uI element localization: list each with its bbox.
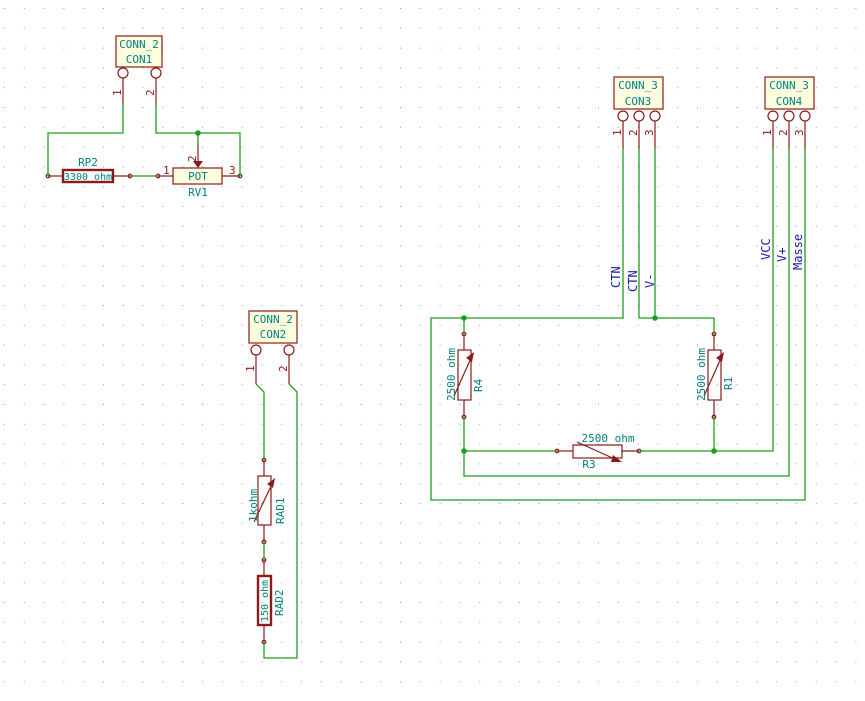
con2-ref: CON2 <box>260 328 287 341</box>
junction-r4-bottom <box>461 448 467 454</box>
wire-con1-pin1-rp2 <box>47 105 124 176</box>
net-label-ctn-1: CTN <box>609 266 623 288</box>
rad1-value: 1kohm <box>247 489 260 522</box>
net-labels: CTN CTN V- VCC V+ Masse <box>609 234 805 292</box>
r1-arrow-shaft <box>703 355 723 397</box>
con2-body <box>248 310 298 344</box>
net-label-v-minus: V- <box>643 274 657 288</box>
con3-pin2-number: 2 <box>627 129 640 136</box>
grid-dots <box>4 8 857 683</box>
r4-arrow-shaft <box>453 355 473 397</box>
r3-arrow-head <box>611 455 622 462</box>
rv1-ref: RV1 <box>188 186 208 199</box>
r4-arrow-head <box>466 352 474 362</box>
con1-connector[interactable]: CONN_2 CON1 1 2 <box>111 35 163 105</box>
wire-r4-r3 <box>463 417 557 452</box>
r1-ref: R1 <box>722 377 735 390</box>
con2-pin2-circle <box>283 344 295 356</box>
con4-ref: CON4 <box>776 95 803 108</box>
r3-variable-resistor[interactable]: 2500 ohm R3 <box>554 432 642 471</box>
rp2-value: 3300 ohm <box>64 172 112 183</box>
con1-value: CONN_2 <box>119 38 159 51</box>
con3-pin3-number: 3 <box>643 129 656 136</box>
junction-r4-top <box>461 315 467 321</box>
wires-bridge-circuit <box>430 149 806 501</box>
wire-r1-r3 <box>639 417 715 452</box>
net-label-v-plus: V+ <box>775 248 789 262</box>
rv1-pin2-number: 2 <box>186 155 199 162</box>
rad1-ref: RAD1 <box>274 498 287 525</box>
con1-pin2-circle <box>150 67 162 79</box>
rv1-pin3-number: 3 <box>229 164 236 177</box>
con2-pin1-number: 1 <box>244 365 257 372</box>
con2-pin1-circle <box>250 344 262 356</box>
r4-variable-resistor[interactable]: 2500 ohm R4 <box>445 331 485 420</box>
rp2-ref: RP2 <box>78 156 98 169</box>
net-label-masse: Masse <box>791 234 805 270</box>
con4-pin1-number: 1 <box>761 129 774 136</box>
rp2-resistor[interactable]: RP2 3300 ohm <box>45 156 133 184</box>
con4-pin2-circle <box>783 110 795 122</box>
con3-value: CONN_3 <box>618 79 658 92</box>
con4-pin1-circle <box>767 110 779 122</box>
wire-vcc <box>714 149 774 452</box>
con4-connector[interactable]: CONN_3 CON4 1 2 3 <box>761 76 815 149</box>
rv1-wiper-arrow <box>193 161 203 168</box>
rv1-pin1-number: 1 <box>163 164 170 177</box>
junction-r1-bottom <box>711 448 717 454</box>
r4-value: 2500 ohm <box>445 348 458 401</box>
wire-con2-pin1-rad1 <box>255 383 265 460</box>
con3-ref: CON3 <box>625 95 652 108</box>
rad1-variable-resistor[interactable]: 1kohm RAD1 <box>247 457 287 545</box>
con3-pin1-circle <box>617 110 629 122</box>
con1-pin1-circle <box>117 67 129 79</box>
rad1-arrow-shaft <box>253 481 274 523</box>
con1-ref: CON1 <box>126 53 153 66</box>
r1-variable-resistor[interactable]: 2500 ohm R1 <box>695 331 735 420</box>
con3-body <box>613 76 664 110</box>
r3-value: 2500 ohm <box>582 432 635 445</box>
con4-pin3-number: 3 <box>793 129 806 136</box>
r3-ref: R3 <box>582 458 595 471</box>
rad2-ref: RAD2 <box>273 590 286 617</box>
junction-con1 <box>195 130 201 136</box>
r1-value: 2500 ohm <box>695 348 708 401</box>
wire-vplus-loop <box>463 149 790 477</box>
con1-body <box>115 35 163 68</box>
r1-arrow-head <box>716 352 724 362</box>
wire-ctn2-r1-top <box>638 149 715 334</box>
con4-pin2-number: 2 <box>777 129 790 136</box>
rv1-potentiometer[interactable]: POT RV1 1 2 3 <box>155 143 243 199</box>
junction-r1-top <box>652 315 658 321</box>
con1-pin2-number: 2 <box>144 89 157 96</box>
r3-arrow-shaft <box>576 441 618 461</box>
net-label-ctn-2: CTN <box>626 270 640 292</box>
con4-value: CONN_3 <box>769 79 809 92</box>
con2-connector[interactable]: CONN_2 CON2 1 2 <box>244 310 298 384</box>
rad2-value: 150 ohm <box>260 580 271 622</box>
con3-pin2-circle <box>633 110 645 122</box>
con2-value: CONN_2 <box>253 313 293 326</box>
con4-pin3-circle <box>799 110 811 122</box>
rad1-arrow-head <box>267 478 275 488</box>
wire-ctn-masse-loop <box>430 149 806 501</box>
con2-pin2-number: 2 <box>277 365 290 372</box>
wire-con2-pin2-rad2 <box>263 383 298 659</box>
con4-body <box>764 76 815 110</box>
wires-con2-circuit <box>255 383 298 659</box>
rv1-value: POT <box>188 170 208 183</box>
net-label-vcc: VCC <box>759 238 773 260</box>
con3-connector[interactable]: CONN_3 CON3 1 2 3 <box>611 76 664 149</box>
con3-pin1-number: 1 <box>611 129 624 136</box>
wires-con1-circuit <box>47 105 241 177</box>
rad2-resistor[interactable]: 150 ohm RAD2 <box>256 557 286 645</box>
con1-pin1-number: 1 <box>111 89 124 96</box>
con3-pin3-circle <box>649 110 661 122</box>
r4-ref: R4 <box>472 378 485 392</box>
